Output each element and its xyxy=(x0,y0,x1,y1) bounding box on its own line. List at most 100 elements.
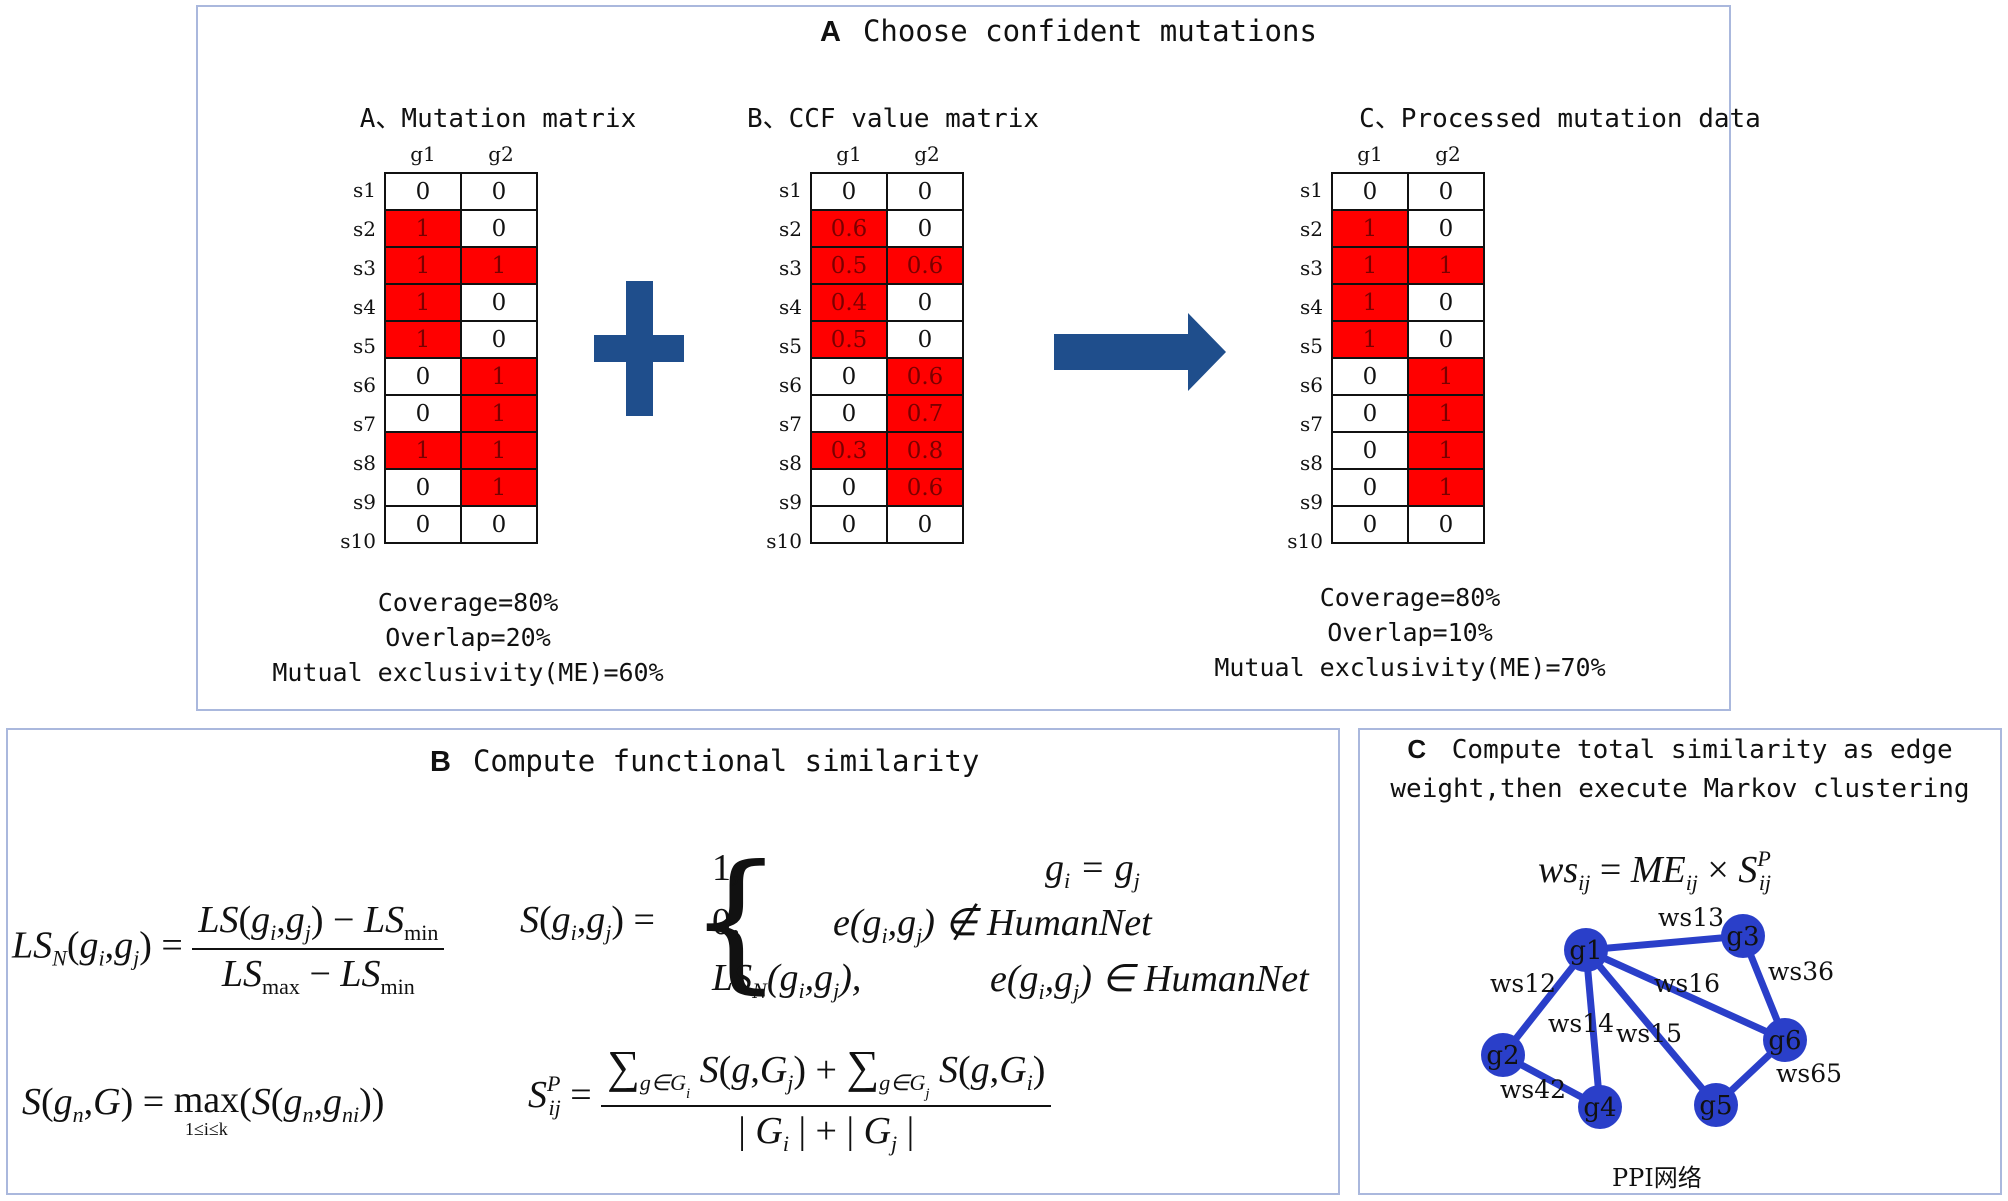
matrix-cell: 1 xyxy=(460,357,538,396)
row-label: s8 xyxy=(779,451,802,475)
panel-c-title: C Compute total similarity as edge weigh… xyxy=(1370,730,1990,809)
row-label: s6 xyxy=(353,373,376,397)
network-edge-label: ws65 xyxy=(1776,1059,1842,1088)
matrix-cell: 1 xyxy=(460,431,538,470)
matrix-title: A、Mutation matrix xyxy=(359,104,637,134)
formula-ls-normalized: LSN(gi,gj) = LS(gi,gj) − LSmin LSmax − L… xyxy=(12,898,445,1000)
matrix-cell: 0 xyxy=(1407,209,1485,248)
stat-line: Mutual exclusivity(ME)=60% xyxy=(272,658,664,687)
row-label: s10 xyxy=(766,529,802,553)
matrix-title: B、CCF value matrix xyxy=(746,104,1040,134)
matrix-cell: 0 xyxy=(1331,394,1409,433)
panel-a xyxy=(196,5,1731,711)
stat-line: Overlap=10% xyxy=(1327,618,1493,647)
matrix-cell: 0 xyxy=(886,172,964,211)
matrix-cell: 0.4 xyxy=(810,283,888,322)
row-label: s5 xyxy=(353,334,376,358)
network-node-label: g3 xyxy=(1726,922,1759,952)
matrix-cell: 0 xyxy=(384,468,462,507)
matrix-cell: 0 xyxy=(810,505,888,544)
row-label: s2 xyxy=(353,217,376,241)
network-node-label: g4 xyxy=(1583,1093,1616,1123)
matrix-cell: 1 xyxy=(460,394,538,433)
network-node-label: g2 xyxy=(1486,1041,1519,1071)
matrix-cell: 0 xyxy=(810,468,888,507)
row-label: s9 xyxy=(779,490,802,514)
column-header: g2 xyxy=(488,142,514,166)
matrix-cell: 0.8 xyxy=(886,431,964,470)
matrix-cell: 1 xyxy=(1331,283,1409,322)
network-edge xyxy=(1500,947,1589,1058)
network-node xyxy=(1578,1085,1622,1129)
panel-c-title-line2: weight,then execute Markov clustering xyxy=(1390,774,1970,804)
row-label: s3 xyxy=(779,256,802,280)
network-node-label: g1 xyxy=(1569,936,1602,966)
network-edge-label: ws42 xyxy=(1500,1075,1566,1104)
matrix-cell: 0 xyxy=(1407,172,1485,211)
matrix-cell: 0 xyxy=(1407,283,1485,322)
matrix-cell: 0.5 xyxy=(810,246,888,285)
case-2: 0, xyxy=(712,901,741,943)
matrix-cell: 0.3 xyxy=(810,431,888,470)
stat-line: Mutual exclusivity(ME)=70% xyxy=(1214,653,1606,682)
row-label: s1 xyxy=(353,178,376,202)
matrix-cell: 0 xyxy=(810,357,888,396)
matrix-cell: 0 xyxy=(384,172,462,211)
row-label: s1 xyxy=(1300,178,1323,202)
matrix-cell: 0.6 xyxy=(886,357,964,396)
matrix-cell: 0 xyxy=(1331,431,1409,470)
row-label: s4 xyxy=(1300,295,1323,319)
network-edge-label: ws14 xyxy=(1548,1009,1614,1038)
row-label: s9 xyxy=(1300,490,1323,514)
row-label: s4 xyxy=(353,295,376,319)
matrix-cell: 1 xyxy=(384,246,462,285)
row-label: s2 xyxy=(779,217,802,241)
row-label: s9 xyxy=(353,490,376,514)
network-edge xyxy=(1584,946,1787,1044)
matrix-cell: 1 xyxy=(1407,468,1485,507)
column-header: g1 xyxy=(836,142,862,166)
matrix-cell: 0.6 xyxy=(810,209,888,248)
panel-c-letter: C xyxy=(1407,734,1427,764)
matrix-cell: 0 xyxy=(460,172,538,211)
network-node xyxy=(1721,914,1765,958)
column-header: g2 xyxy=(914,142,940,166)
network-label: PPI网络 xyxy=(1612,1164,1702,1192)
stat-line: Coverage=80% xyxy=(1319,583,1501,612)
network-edge xyxy=(1585,932,1744,954)
plus-icon xyxy=(594,281,684,416)
matrix-cell: 1 xyxy=(384,320,462,359)
row-label: s2 xyxy=(1300,217,1323,241)
row-label: s3 xyxy=(1300,256,1323,280)
matrix-cell: 0 xyxy=(810,172,888,211)
row-label: s8 xyxy=(353,451,376,475)
matrix-stats: Coverage=80%Overlap=20%Mutual exclusivit… xyxy=(272,585,663,690)
panel-b-title-text: Compute functional similarity xyxy=(472,744,980,778)
column-header: g1 xyxy=(410,142,436,166)
stat-line: Coverage=80% xyxy=(377,588,559,617)
matrix-cell: 0 xyxy=(1331,505,1409,544)
right-arrow-icon xyxy=(1054,313,1226,391)
row-label: s5 xyxy=(779,334,802,358)
